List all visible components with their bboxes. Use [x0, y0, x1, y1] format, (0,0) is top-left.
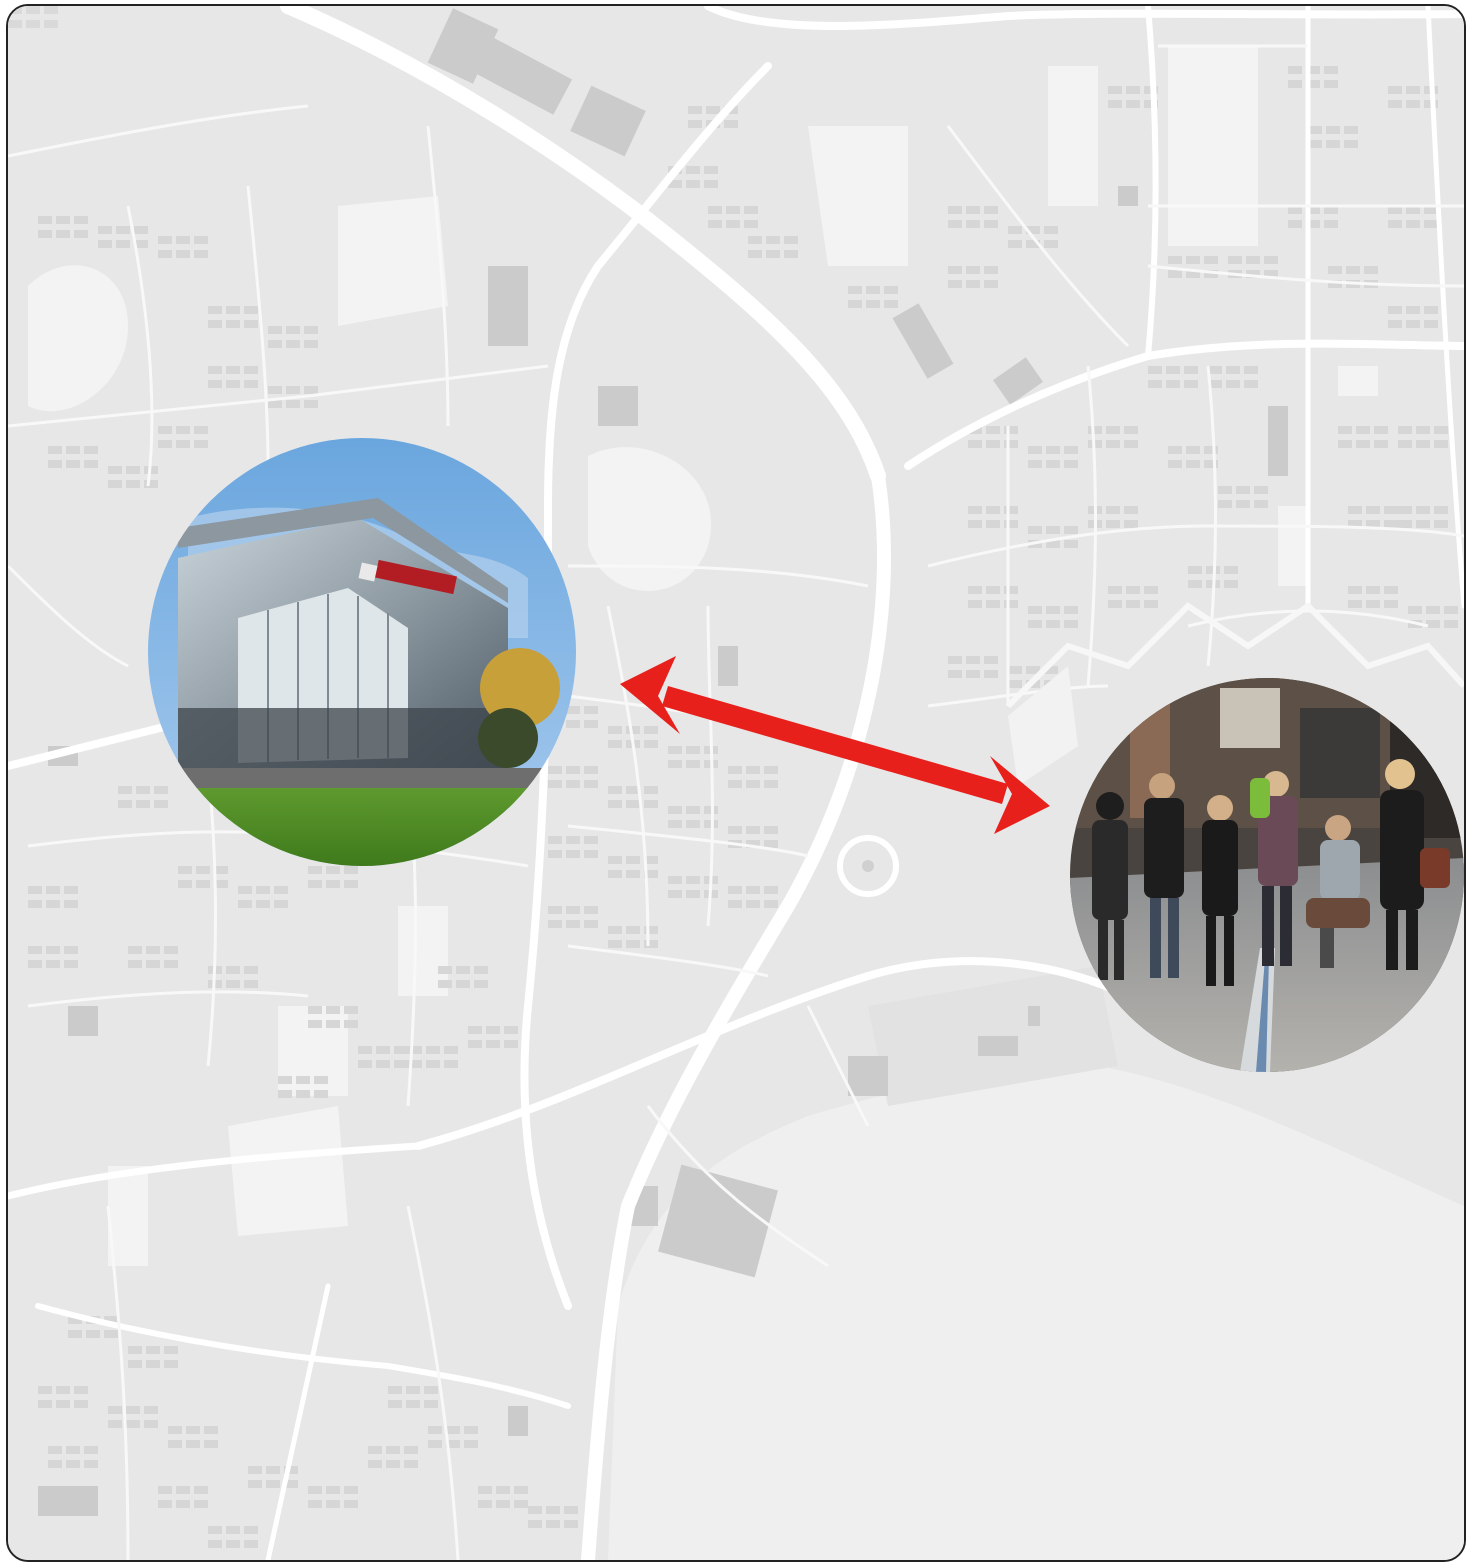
residential-blocks: [8, 6, 58, 28]
pedestrian-street-photo: [1070, 678, 1464, 1072]
water-body: [608, 1066, 1464, 1560]
building-photo-icon: [148, 438, 576, 866]
car-dealership-photo: [148, 438, 576, 866]
people-photo-icon: [1070, 678, 1464, 1072]
minor-roads: [8, 44, 1464, 1560]
buildings: [38, 8, 1288, 1516]
map-frame: [6, 4, 1466, 1562]
open-areas: [28, 46, 1378, 1266]
major-roads: [8, 6, 1464, 1560]
